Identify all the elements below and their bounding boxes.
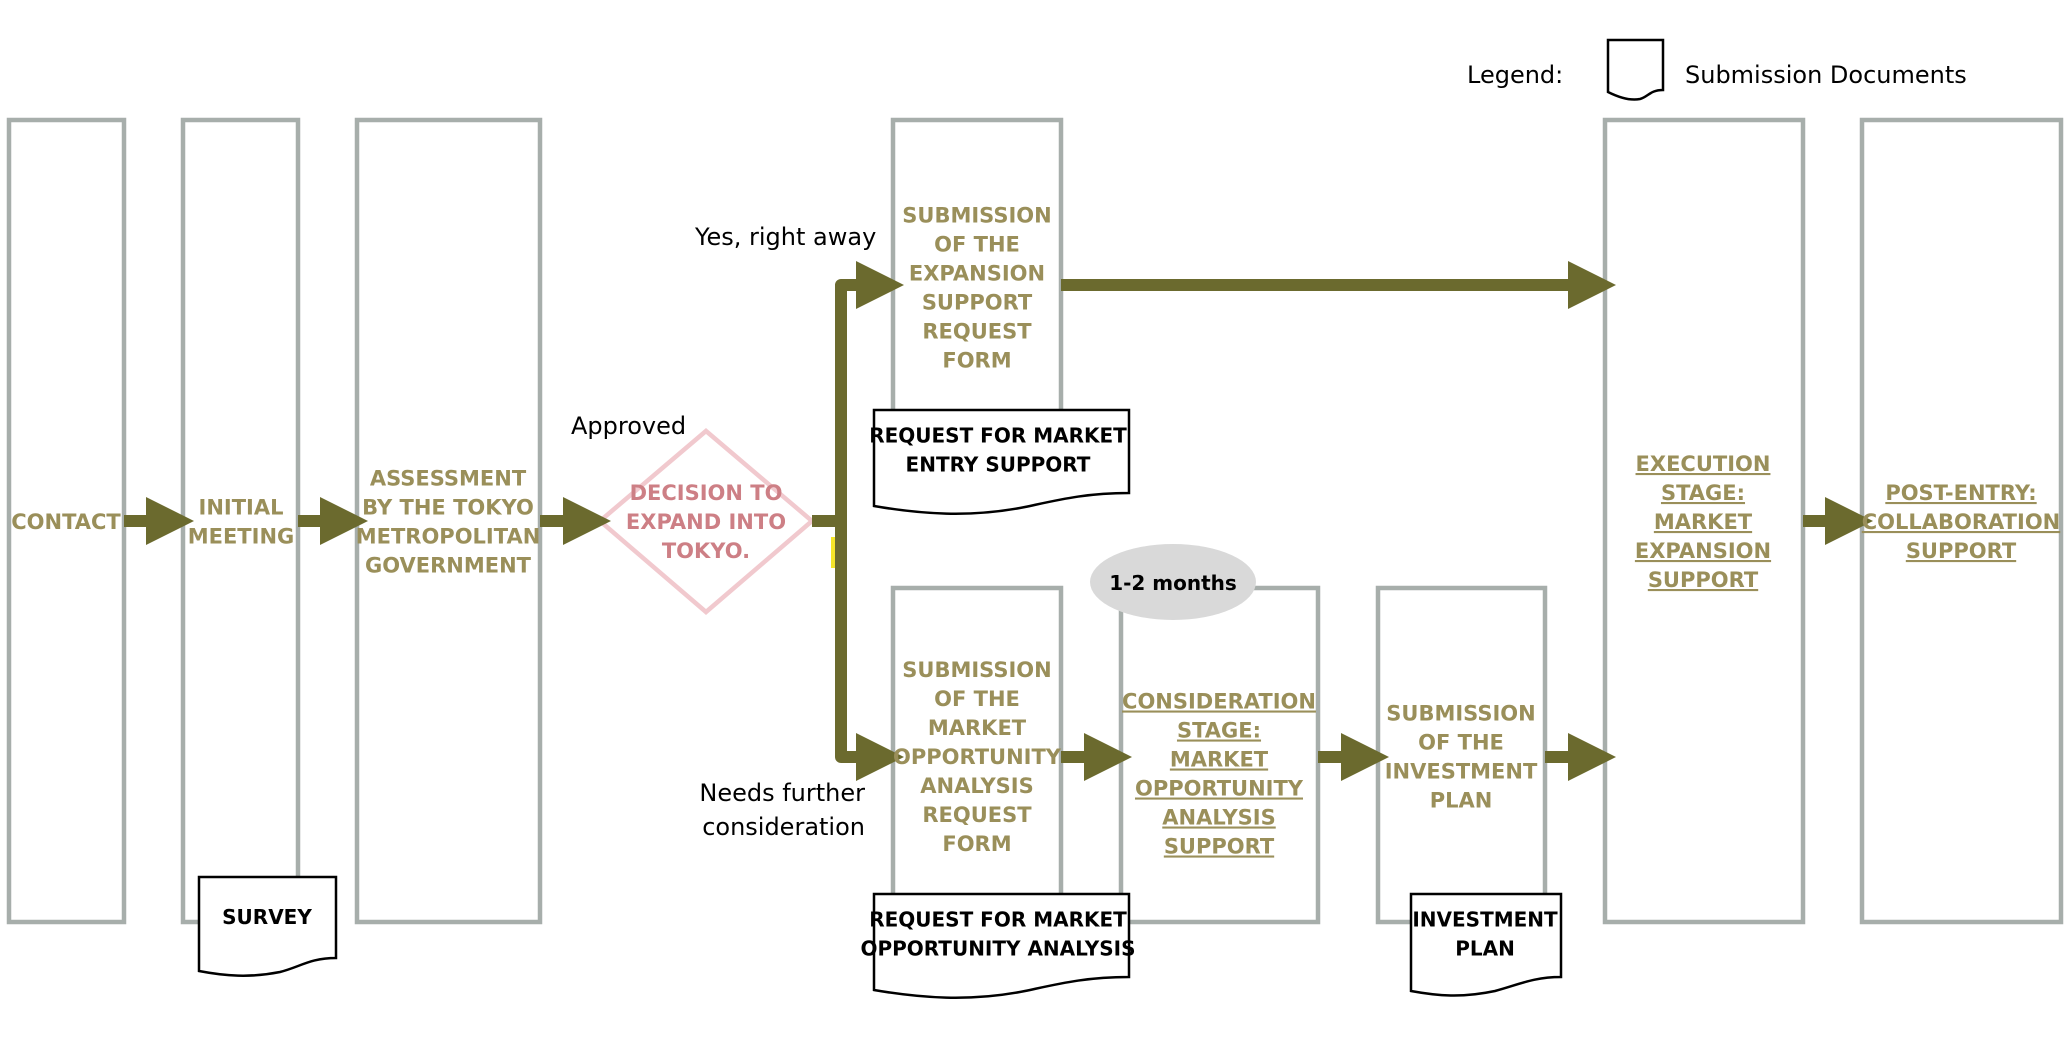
decision-label-line: TOKYO. bbox=[662, 539, 750, 563]
decision-diamond bbox=[596, 428, 816, 615]
decision-label-line: EXPAND INTO bbox=[626, 510, 786, 534]
document-icon bbox=[1606, 38, 1665, 101]
market-form-label: SUBMISSION OF THE MARKET OPPORTUNITY ANALYSI… bbox=[893, 658, 1062, 856]
consideration-label-line: MARKET bbox=[1170, 748, 1269, 772]
execution-label-line: EXECUTION bbox=[1636, 452, 1771, 476]
consideration-label-line: OPPORTUNITY bbox=[1135, 777, 1304, 801]
assessment-label-line: BY THE TOKYO bbox=[362, 496, 534, 520]
expansion-form-label-line: FORM bbox=[942, 349, 1011, 373]
post-entry-label-line: POST-ENTRY: bbox=[1885, 481, 2036, 505]
investment-plan-submission-label-line: OF THE bbox=[1418, 731, 1504, 755]
investment-doc-label-line: PLAN bbox=[1455, 937, 1515, 961]
survey-doc-label-line: SURVEY bbox=[222, 905, 312, 929]
market-form-label-line: REQUEST bbox=[922, 803, 1032, 827]
market-form-label-line: FORM bbox=[942, 832, 1011, 856]
decision-label-line: DECISION TO bbox=[630, 481, 783, 505]
approved-label: Approved bbox=[571, 412, 686, 440]
market-form-label-line: OPPORTUNITY bbox=[893, 745, 1062, 769]
expansion-form-label: SUBMISSION OF THE EXPANSION SUPPORT REQUEST F… bbox=[902, 204, 1051, 373]
initial-meeting-box bbox=[180, 117, 301, 925]
post-entry-label-line: SUPPORT bbox=[1906, 539, 2017, 563]
needs-further-label-line: Needs further bbox=[699, 779, 865, 807]
post-entry-label: POST-ENTRY: COLLABORATION SUPPORT bbox=[1862, 481, 2061, 563]
execution-label-line: STAGE: bbox=[1661, 481, 1745, 505]
investment-doc-label-line: INVESTMENT bbox=[1412, 908, 1558, 932]
needs-further-label: Needs further consideration bbox=[699, 779, 865, 841]
market-form-label-line: ANALYSIS bbox=[920, 774, 1033, 798]
duration-badge bbox=[1090, 544, 1256, 620]
consideration-label: CONSIDERATION STAGE: MARKET OPPORTUNITY ANAL… bbox=[1122, 690, 1316, 859]
decision-label: DECISION TO EXPAND INTO TOKYO. bbox=[626, 481, 786, 563]
consideration-label-line: STAGE: bbox=[1177, 719, 1261, 743]
assessment-label-line: ASSESSMENT bbox=[370, 467, 527, 491]
expansion-form-label-line: SUBMISSION bbox=[902, 204, 1051, 228]
execution-label: EXECUTION STAGE: MARKET EXPANSION SUPPORT bbox=[1635, 452, 1771, 592]
consideration-label-line: CONSIDERATION bbox=[1122, 690, 1316, 714]
assessment-label-line: METROPOLITAN bbox=[356, 525, 541, 549]
investment-doc-label: INVESTMENT PLAN bbox=[1412, 908, 1558, 961]
market-entry-doc-label-line: REQUEST FOR MARKET bbox=[869, 424, 1127, 448]
investment-plan-submission-label-line: SUBMISSION bbox=[1386, 702, 1535, 726]
survey-doc-label: SURVEY bbox=[222, 905, 312, 929]
market-form-label-line: OF THE bbox=[934, 687, 1020, 711]
legend-text: Submission Documents bbox=[1685, 61, 1967, 89]
execution-label-line: MARKET bbox=[1654, 510, 1753, 534]
market-analysis-doc-label: REQUEST FOR MARKET OPPORTUNITY ANALYSIS bbox=[860, 908, 1135, 961]
doc-survey bbox=[197, 875, 338, 977]
yes-right-away-label: Yes, right away bbox=[694, 223, 876, 251]
initial-meeting-label-line: INITIAL bbox=[199, 496, 284, 520]
market-entry-doc-label-line: ENTRY SUPPORT bbox=[906, 453, 1091, 477]
expansion-form-label-line: EXPANSION bbox=[909, 262, 1045, 286]
expansion-form-label-line: OF THE bbox=[934, 233, 1020, 257]
investment-plan-submission-label: SUBMISSION OF THE INVESTMENT PLAN bbox=[1385, 702, 1538, 813]
market-form-label-line: SUBMISSION bbox=[902, 658, 1051, 682]
market-entry-doc-label: REQUEST FOR MARKET ENTRY SUPPORT bbox=[869, 424, 1127, 477]
post-entry-label-line: COLLABORATION bbox=[1862, 510, 2061, 534]
investment-plan-submission-box bbox=[1375, 585, 1548, 925]
investment-plan-submission-label-line: PLAN bbox=[1430, 789, 1493, 813]
doc-market-entry bbox=[872, 408, 1131, 515]
contact-label-line: CONTACT bbox=[11, 510, 121, 534]
market-analysis-doc-label-line: REQUEST FOR MARKET bbox=[869, 908, 1127, 932]
investment-plan-submission-label-line: INVESTMENT bbox=[1385, 760, 1538, 784]
expansion-form-label-line: REQUEST bbox=[922, 320, 1032, 344]
legend-label: Legend: bbox=[1467, 61, 1563, 89]
initial-meeting-label: INITIAL MEETING bbox=[188, 496, 295, 549]
consideration-label-line: ANALYSIS bbox=[1162, 806, 1275, 830]
arrow-branch-to-market-form bbox=[835, 521, 904, 781]
consideration-label-line: SUPPORT bbox=[1164, 835, 1275, 859]
duration-badge-text: 1-2 months bbox=[1109, 571, 1237, 595]
execution-label-line: EXPANSION bbox=[1635, 539, 1771, 563]
arrow-decision-branch bbox=[812, 261, 904, 527]
contact-label: CONTACT bbox=[11, 510, 121, 534]
doc-market-analysis bbox=[872, 892, 1131, 999]
assessment-box bbox=[354, 117, 543, 925]
market-form-label-line: MARKET bbox=[928, 716, 1027, 740]
needs-further-label-line: consideration bbox=[702, 813, 865, 841]
execution-label-line: SUPPORT bbox=[1648, 568, 1759, 592]
doc-investment bbox=[1409, 892, 1563, 997]
assessment-label: ASSESSMENT BY THE TOKYO METROPOLITAN GOVERN… bbox=[356, 467, 541, 578]
assessment-label-line: GOVERNMENT bbox=[365, 554, 532, 578]
expansion-form-label-line: SUPPORT bbox=[922, 291, 1033, 315]
initial-meeting-label-line: MEETING bbox=[188, 525, 295, 549]
market-analysis-doc-label-line: OPPORTUNITY ANALYSIS bbox=[860, 937, 1135, 961]
